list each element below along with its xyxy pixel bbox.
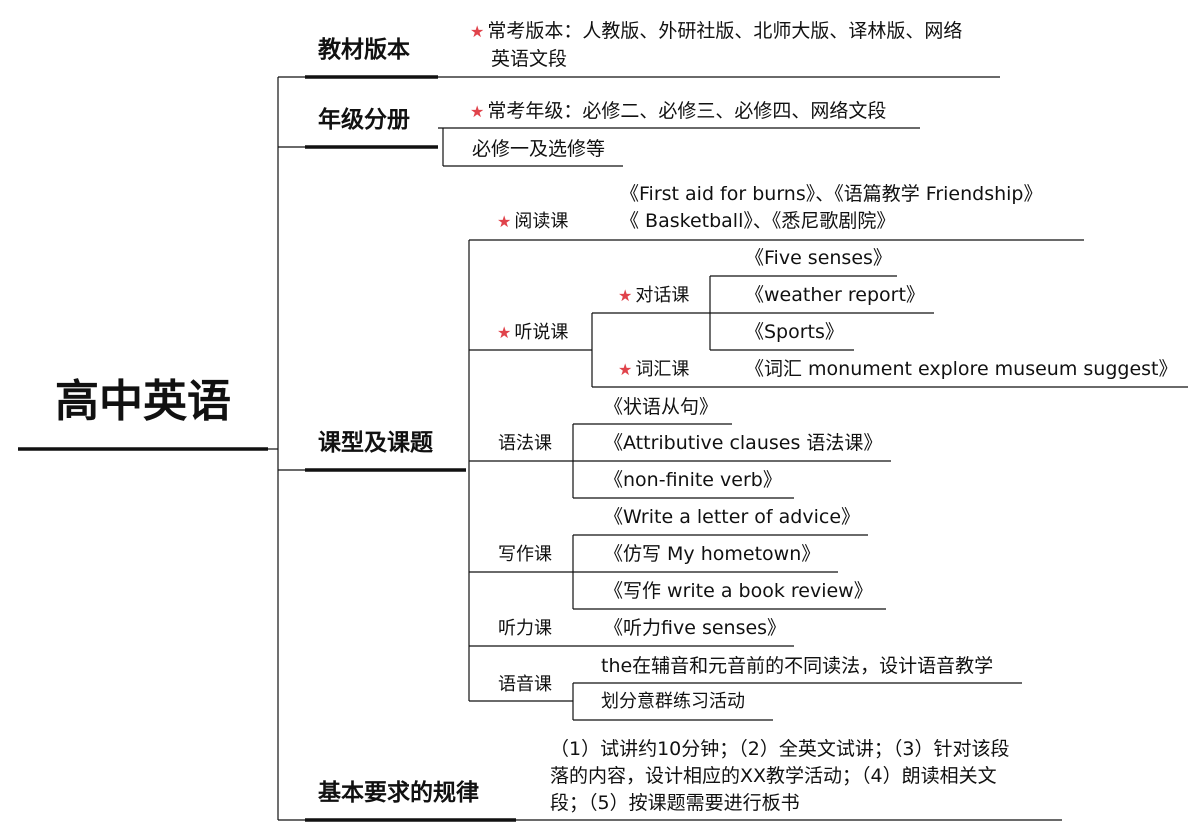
rules-line-1: （1）试讲约10分钟；（2）全英文试讲；（3）针对该段: [550, 738, 1010, 760]
listening-item: 《听力five senses》: [604, 617, 787, 639]
branch-rules-title[interactable]: 基本要求的规律: [318, 780, 479, 806]
grade-extra: 必修一及选修等: [472, 138, 606, 160]
reading-line-2: 《 Basketball》、《悉尼歌剧院》: [620, 210, 896, 232]
writing-label[interactable]: 写作课: [498, 544, 552, 565]
star-icon: ★: [618, 360, 633, 379]
textbook-line-1: ★常考版本：人教版、外研社版、北师大版、译林版、网络: [470, 20, 963, 42]
reading-line-1: 《First aid for burns》、《语篇教学 Friendship》: [620, 183, 1043, 205]
phonetics-label[interactable]: 语音课: [498, 674, 552, 695]
star-icon: ★: [470, 22, 485, 41]
listening-speaking-label[interactable]: ★听说课: [497, 322, 569, 343]
dialogue-item: 《Five senses》: [745, 247, 892, 269]
reading-label[interactable]: ★阅读课: [497, 211, 569, 232]
root-node[interactable]: 高中英语: [55, 376, 231, 427]
dialogue-item: 《weather report》: [745, 284, 925, 306]
writing-item: 《写作 write a book review》: [604, 580, 873, 602]
vocabulary-item: 《词汇 monument explore museum suggest》: [745, 358, 1178, 380]
branch-grade-title[interactable]: 年级分册: [318, 107, 410, 133]
rules-line-3: 段；（5）按课题需要进行板书: [550, 792, 800, 814]
vocabulary-label[interactable]: ★词汇课: [618, 359, 690, 380]
writing-item: 《仿写 My hometown》: [604, 543, 821, 565]
listening-label[interactable]: 听力课: [498, 618, 552, 639]
star-icon: ★: [497, 212, 512, 231]
phonetics-item: 划分意群练习活动: [601, 691, 745, 712]
grammar-label[interactable]: 语法课: [498, 433, 552, 454]
writing-item: 《Write a letter of advice》: [604, 506, 861, 528]
dialogue-item: 《Sports》: [745, 321, 844, 343]
branch-course-title[interactable]: 课型及课题: [318, 430, 433, 456]
branch-textbook-title[interactable]: 教材版本: [318, 37, 410, 63]
grammar-item: 《状语从句》: [604, 396, 719, 418]
grammar-item: 《Attributive clauses 语法课》: [604, 432, 883, 454]
star-icon: ★: [497, 323, 512, 342]
textbook-line-2: 英语文段: [491, 48, 568, 70]
star-icon: ★: [470, 102, 485, 121]
grammar-item: 《non-finite verb》: [604, 469, 782, 491]
star-icon: ★: [618, 286, 633, 305]
rules-line-2: 落的内容，设计相应的XX教学活动；（4）朗读相关文: [550, 765, 997, 787]
phonetics-item: the在辅音和元音前的不同读法，设计语音教学: [601, 655, 994, 677]
grade-line: ★常考年级：必修二、必修三、必修四、网络文段: [470, 100, 887, 122]
dialogue-label[interactable]: ★对话课: [618, 285, 690, 306]
